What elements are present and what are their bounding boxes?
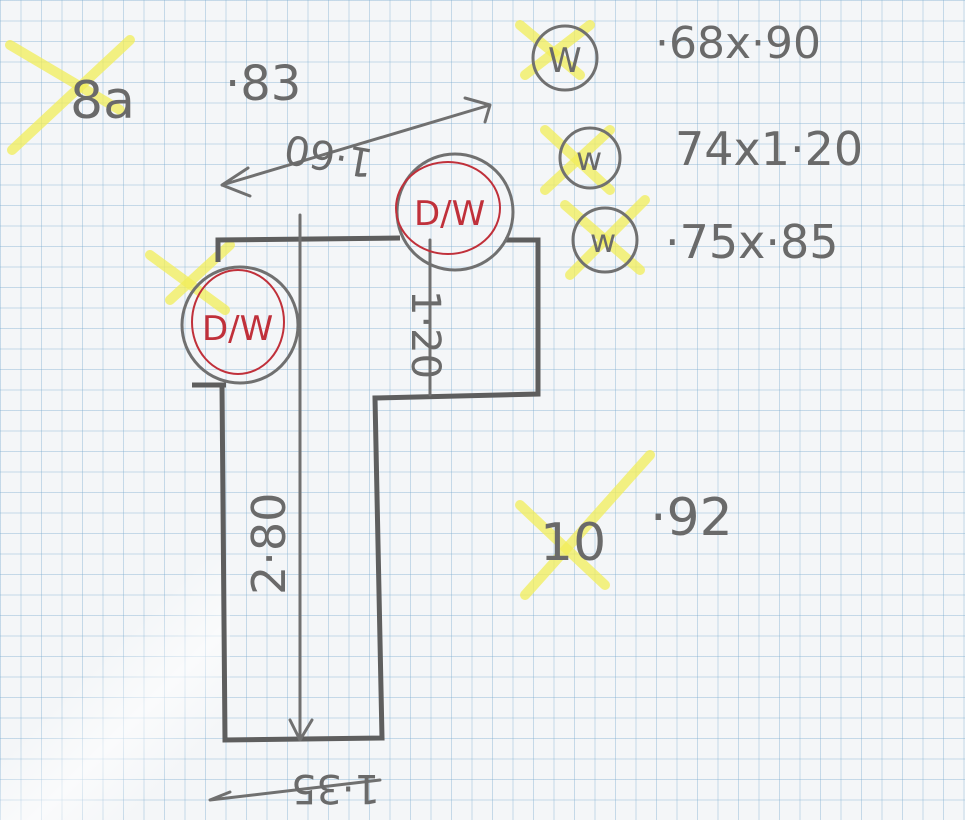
arrow-long-depth (288, 213, 314, 742)
room-10-value: ·92 (650, 488, 733, 548)
dimension-labels: 1·60 1·20 2·80 1·35 (242, 125, 448, 811)
window-symbol-2: w (576, 140, 602, 178)
dim-long-depth: 2·80 (242, 493, 296, 595)
door-window-outline-2 (180, 265, 300, 385)
arrow-top-width (220, 96, 492, 198)
room-8a-note: 8a ·83 (70, 56, 301, 131)
arrow-bottom-width (208, 778, 382, 802)
highlight-x-10-1 (515, 500, 610, 590)
wall-top-left (215, 235, 401, 262)
highlight-x-w2-2 (540, 125, 615, 195)
highlight-x-10-2 (520, 450, 655, 600)
room-10-note: 10 ·92 (540, 488, 733, 573)
paper-fold-shading (0, 560, 230, 820)
wall-right-and-stem (219, 237, 541, 743)
floor-plan-walls (192, 235, 541, 743)
window-list: W ·68x·90 w 74x1·20 w ·75x·85 (531, 18, 863, 274)
room-10-label: 10 (540, 513, 606, 573)
door-window-red-circle-2 (191, 269, 285, 375)
window-circle-1 (531, 24, 599, 92)
window-dims-1: ·68x·90 (655, 18, 821, 69)
door-window-markers: D/W D/W (180, 152, 515, 385)
dim-bottom-width: 1·35 (291, 765, 380, 811)
window-circle-2 (558, 126, 622, 190)
window-dims-2: 74x1·20 (675, 122, 863, 176)
highlight-x-8a-1 (5, 40, 125, 115)
highlight-x-w1-2 (520, 20, 595, 80)
highlight-x-8a-2 (7, 35, 135, 155)
room-8a-label: 8a (70, 71, 135, 131)
room-8a-value: ·83 (225, 56, 301, 112)
window-dims-3: ·75x·85 (665, 215, 839, 269)
dim-right-depth: 1·20 (402, 290, 448, 379)
dim-top-width: 1·60 (281, 125, 377, 186)
window-circle-3 (571, 206, 639, 274)
window-symbol-1: W (548, 41, 582, 81)
door-window-label-2: D/W (202, 309, 273, 349)
door-window-label-1: D/W (414, 194, 485, 234)
door-window-red-circle-1 (395, 161, 501, 255)
window-symbol-3: w (590, 222, 616, 260)
